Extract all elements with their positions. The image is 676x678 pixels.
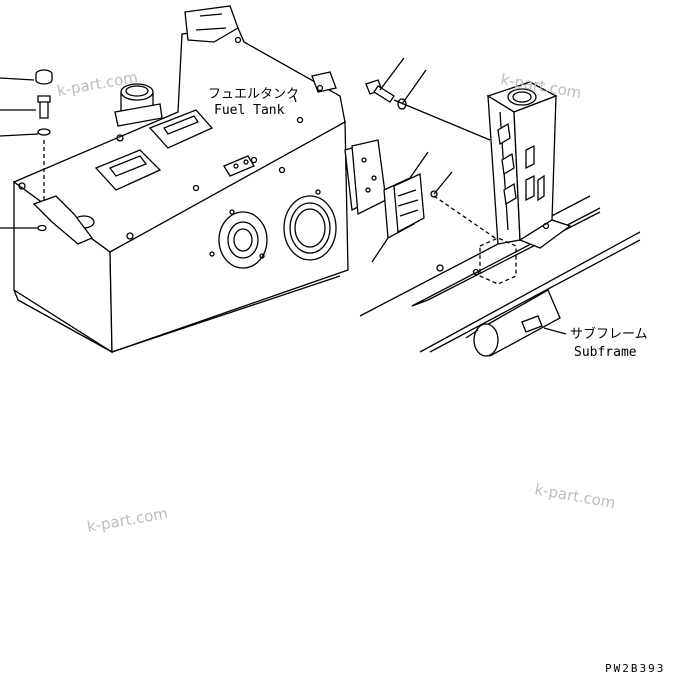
bracket-detail [195, 13, 227, 31]
port-1 [218, 211, 268, 269]
fuel-tank [12, 5, 349, 354]
fuel-tank-label-en: Fuel Tank [214, 103, 285, 118]
filler-neck [114, 83, 163, 127]
mounting-bracket [479, 81, 572, 285]
plug-part [35, 69, 53, 85]
drawing-code: PW2B393 [605, 662, 665, 675]
subframe-label-jp: サブフレーム [570, 326, 648, 342]
watermark-4: k-part.com [533, 480, 617, 512]
subframe-leader [543, 327, 567, 335]
subframe [359, 195, 641, 357]
nut-part [37, 224, 47, 232]
inspection-cover-2 [94, 149, 162, 191]
washer-part [37, 128, 51, 136]
fuel-tank-leader [293, 95, 297, 103]
hardware-right [365, 57, 499, 263]
bolt-part [37, 95, 51, 119]
tank-bolts [18, 36, 324, 240]
left-mount-plate [32, 195, 94, 245]
sender-plate [223, 155, 255, 177]
tank-side-bracket [344, 139, 387, 216]
port-2 [283, 195, 337, 261]
hardware-left [0, 69, 53, 232]
fuel-tank-label-jp: フュエルタンク [208, 87, 299, 102]
spacer-plates [383, 173, 425, 240]
watermark-3: k-part.com [86, 504, 170, 536]
tank-bottom-edge [13, 275, 341, 353]
inspection-cover-1 [148, 109, 214, 149]
tank-rear-bracket [184, 5, 239, 43]
subframe-label-en: Subframe [574, 345, 637, 360]
